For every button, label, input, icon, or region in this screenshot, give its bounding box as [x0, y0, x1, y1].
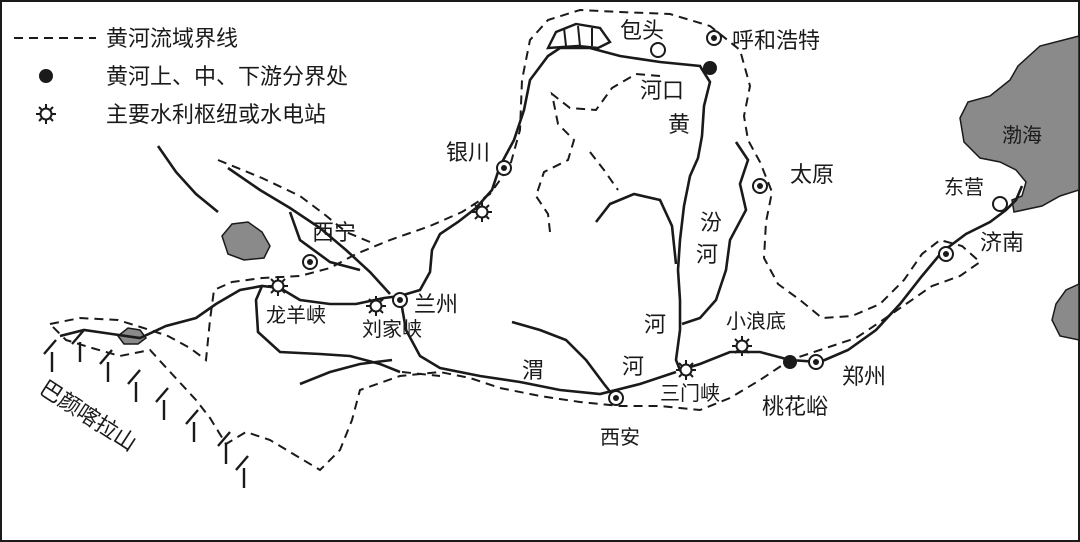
reach-divide-taohuayu	[783, 355, 797, 369]
legend-hydro-station: 主要水利枢纽或水电站	[106, 103, 326, 128]
city-marker-taiyuan	[752, 178, 768, 194]
city-marker-yinchuan	[496, 160, 512, 176]
legend-dot-symbol	[39, 69, 53, 83]
label-jinan: 济南	[980, 231, 1024, 256]
river-west-branch	[299, 358, 393, 386]
bayan-har-mountains	[43, 329, 249, 488]
label-river-fen: 汾	[700, 211, 722, 236]
city-marker-baotou	[650, 42, 666, 58]
city-marker-xian	[608, 390, 624, 406]
xining-tributary	[288, 211, 361, 272]
city-marker-lanzhou	[392, 292, 408, 308]
fen-river	[681, 141, 750, 326]
city-marker-hohhot	[706, 30, 722, 46]
label-longyangxia: 龙羊峡	[266, 303, 326, 327]
ordos-dashed-boundary	[534, 72, 661, 233]
label-lanzhou: 兰州	[414, 293, 458, 318]
city-marker-jinan	[938, 246, 954, 262]
label-sanmenxia: 三门峡	[660, 381, 720, 405]
bohai-sea	[959, 35, 1080, 213]
datong-river	[156, 145, 219, 214]
city-marker-zhengzhou	[808, 354, 824, 370]
qinghai-lake	[221, 221, 271, 261]
label-river-huang: 黄	[668, 113, 690, 138]
label-baotou: 包头	[620, 19, 664, 44]
label-river-fen-he: 河	[696, 243, 718, 268]
wei-river-north-branch	[511, 320, 614, 395]
label-yinchuan: 银川	[446, 141, 490, 166]
lower-dashed-boundary	[401, 371, 441, 377]
ordos-dashed-boundary-2	[589, 151, 619, 191]
city-marker-dongying	[992, 196, 1008, 212]
hydro-station-longyangxia	[268, 276, 288, 296]
label-zhengzhou: 郑州	[842, 365, 886, 390]
label-dongying: 东营	[944, 175, 984, 199]
hydro-station-qingtongxia	[472, 202, 492, 222]
label-xian: 西安	[600, 425, 640, 449]
hetao-rib-2	[577, 25, 581, 47]
label-xining: 西宁	[312, 221, 356, 246]
legend: 黄河流域界线 黄河上、中、下游分界处 主要水利枢纽或水电站	[14, 27, 348, 128]
label-taohuayu: 桃花峪	[762, 395, 828, 420]
label-taiyuan: 太原	[790, 163, 834, 188]
reach-divide-hekou	[703, 61, 717, 75]
upper-dashed-boundary	[217, 159, 371, 243]
hydro-station-xiaolangdi	[732, 336, 752, 356]
city-marker-xining	[302, 254, 318, 270]
label-hekou: 河口	[640, 79, 684, 104]
huangshui-river	[227, 166, 391, 295]
legend-basin-boundary: 黄河流域界线	[106, 27, 238, 52]
hetao-rib-1	[563, 27, 567, 47]
legend-hydro-icon	[36, 104, 56, 124]
label-river-he-1: 河	[644, 313, 666, 338]
label-river-he-2: 河	[622, 355, 644, 380]
yellow-river-main	[59, 46, 1024, 372]
basin-boundary	[47, 8, 982, 472]
hydro-station-liujiaxia	[366, 296, 386, 316]
legend-reach-divide: 黄河上、中、下游分界处	[106, 65, 348, 90]
label-hohhot: 呼和浩特	[732, 29, 820, 54]
label-liujiaxia: 刘家峡	[362, 317, 422, 341]
jing-river	[594, 192, 678, 265]
shandong-coast-land	[1051, 282, 1080, 341]
label-river-wei: 渭	[522, 359, 544, 384]
label-xiaolangdi: 小浪底	[726, 309, 786, 333]
label-bohai: 渤海	[1002, 123, 1042, 147]
hydro-station-sanmenxia	[676, 360, 696, 380]
yellow-river-loop-south	[398, 295, 677, 396]
